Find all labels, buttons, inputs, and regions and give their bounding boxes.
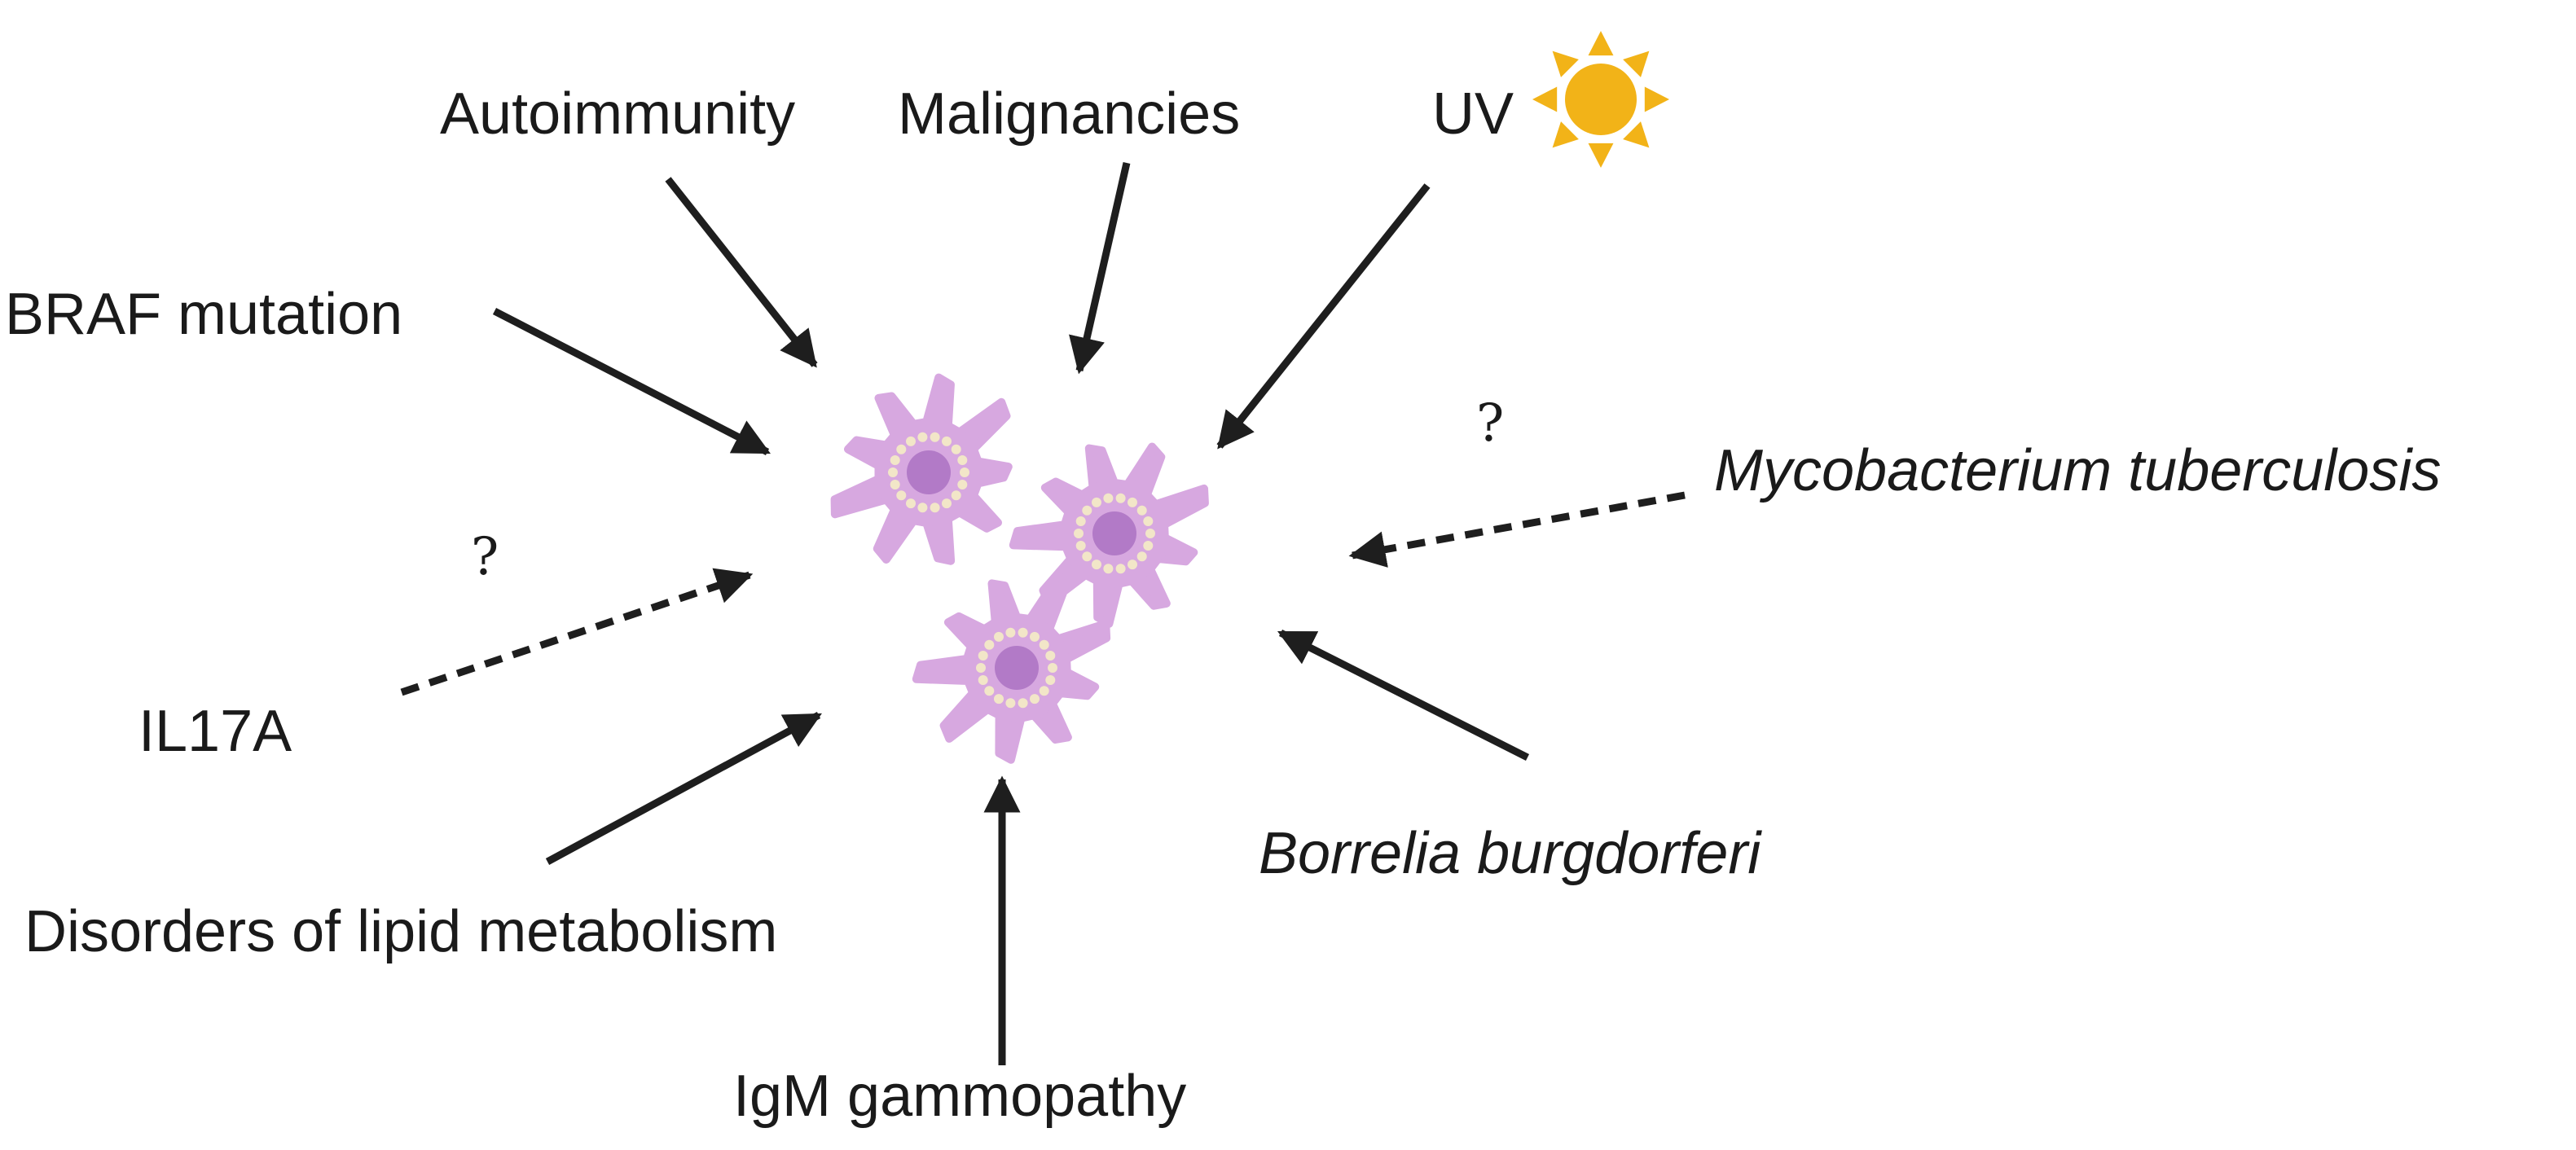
cell-granule: [1103, 493, 1114, 503]
cell-granule: [896, 444, 907, 454]
cell-granule: [906, 498, 916, 509]
cell-granule: [1092, 497, 1101, 507]
cell-granule: [951, 490, 961, 501]
arrow-il17a-dashed: [400, 568, 754, 696]
cell-granule: [930, 432, 940, 442]
cell-granule: [951, 444, 961, 454]
cell-granule: [1018, 627, 1028, 638]
arrow-lipid: [545, 712, 822, 865]
cell-granule: [1045, 651, 1056, 661]
sun-ray: [1623, 121, 1650, 148]
cell-nucleus: [907, 450, 951, 494]
arrow-mycobacterium-dashed: [1348, 491, 1686, 568]
cell-granule: [942, 498, 952, 509]
sun-ray: [1588, 31, 1614, 56]
label-lipid-disorders: Disorders of lipid metabolism: [24, 899, 778, 964]
cell-granule: [1030, 694, 1040, 704]
cell-granule: [917, 503, 928, 513]
dendritic-cell-icon: [912, 577, 1111, 764]
cell-granule: [994, 631, 1004, 642]
cell-granule: [1082, 551, 1092, 562]
cell-granule: [984, 686, 995, 696]
label-malignancies: Malignancies: [898, 81, 1241, 147]
cell-granule: [1136, 505, 1147, 516]
cell-nucleus: [995, 646, 1039, 690]
label-il17a: IL17A: [138, 699, 292, 764]
cell-granule: [896, 490, 907, 501]
cell-granule: [1082, 505, 1092, 516]
cell-granule: [1103, 564, 1114, 574]
arrow-malignancies: [1069, 162, 1131, 375]
label-braf-mutation: BRAF mutation: [5, 282, 403, 347]
question-mark-left: ?: [471, 527, 499, 587]
cell-granule: [942, 436, 952, 446]
cell-granule: [1143, 516, 1154, 526]
sun-ray: [1623, 50, 1650, 77]
cell-granule: [1092, 560, 1101, 570]
cell-granule: [978, 675, 988, 685]
cell-granule: [1018, 698, 1028, 709]
cell-granule: [978, 651, 988, 661]
cell-granule: [1039, 686, 1049, 696]
cell-granule: [1045, 675, 1056, 685]
label-borrelia-burgdorferi: Borrelia burgdorferi: [1259, 821, 1761, 886]
cell-granule: [1075, 516, 1086, 526]
cell-granule: [1143, 541, 1154, 551]
cell-granule: [960, 467, 969, 477]
sun-ray: [1552, 121, 1579, 148]
cell-granule: [957, 455, 968, 465]
cell-granule: [930, 503, 940, 513]
cell-granule: [890, 480, 900, 489]
sun-icon: [1532, 31, 1669, 168]
question-mark-right: ?: [1476, 393, 1505, 454]
cell-granule: [1128, 497, 1137, 507]
cell-granule: [1075, 541, 1086, 551]
arrow-borrelia: [1277, 629, 1530, 762]
cell-granule: [1048, 663, 1057, 673]
cell-granule: [1039, 639, 1049, 650]
arrow-braf: [492, 308, 771, 455]
arrow-uv: [1216, 183, 1431, 450]
dendritic-cell-icon: [1009, 442, 1209, 628]
cell-granule: [888, 467, 898, 477]
cell-granule: [906, 436, 916, 446]
label-igm-gammopathy: IgM gammopathy: [733, 1064, 1187, 1129]
cell-nucleus: [1092, 511, 1136, 555]
sun-ray: [1644, 86, 1669, 112]
cell-granule: [917, 432, 928, 442]
cell-granule: [890, 455, 900, 465]
sun-ray: [1588, 143, 1614, 168]
cell-granule: [1115, 564, 1126, 574]
cell-granule: [1136, 551, 1147, 562]
cell-granule: [1005, 627, 1016, 638]
cell-granule: [1115, 493, 1126, 503]
cell-granule: [1145, 529, 1155, 538]
cell-granule: [976, 663, 986, 673]
dendritic-cell-icon: [830, 373, 1013, 565]
cell-granule: [1030, 631, 1040, 642]
label-uv: UV: [1432, 81, 1514, 147]
cell-granule: [957, 480, 968, 489]
cell-granule: [1128, 560, 1137, 570]
label-autoimmunity: Autoimmunity: [440, 81, 796, 147]
sun-ray: [1552, 50, 1579, 77]
cell-granule: [984, 639, 995, 650]
label-mycobacterium-tuberculosis: Mycobacterium tuberculosis: [1714, 438, 2442, 503]
arrow-autoimmunity: [665, 177, 818, 368]
cell-granule: [1074, 529, 1084, 538]
sun-ray: [1532, 86, 1558, 112]
cell-granule: [1005, 698, 1016, 709]
cell-granule: [994, 694, 1004, 704]
